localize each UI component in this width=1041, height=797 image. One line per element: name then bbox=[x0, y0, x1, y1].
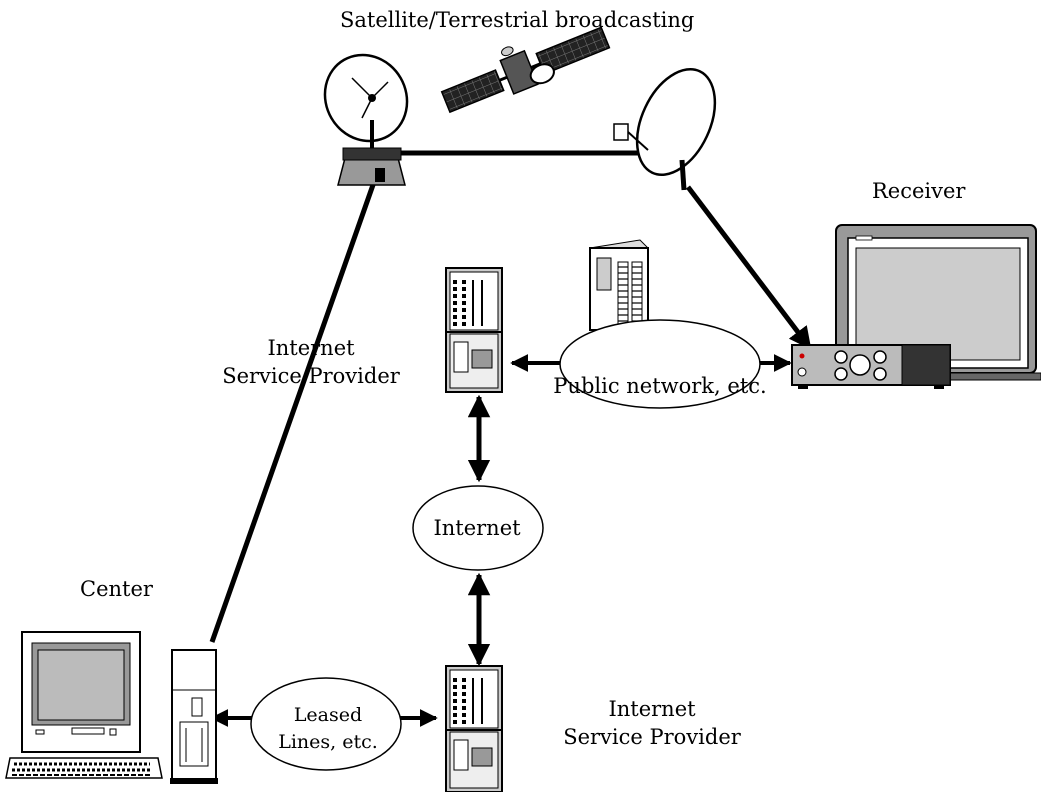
isp-top-label-line2: Service Provider bbox=[222, 364, 401, 388]
internet-label: Internet bbox=[433, 516, 521, 540]
link-dish-to-receiver bbox=[686, 185, 812, 350]
keyboard-icon bbox=[5, 757, 163, 779]
internet-node bbox=[412, 485, 544, 571]
link-center-to-uplink bbox=[209, 164, 383, 643]
leased-lines-label-line2: Lines, etc. bbox=[278, 731, 378, 753]
set-top-box-icon bbox=[791, 344, 951, 389]
server-rack-icon bbox=[445, 267, 503, 393]
receiving-dish-icon bbox=[613, 68, 717, 191]
broadcast-label: Satellite/Terrestrial broadcasting bbox=[340, 8, 694, 32]
public-network-label: Public network, etc. bbox=[553, 374, 766, 398]
leased-lines-label-line1: Leased bbox=[294, 704, 362, 726]
isp-top-label-line1: Internet bbox=[267, 336, 355, 360]
server-rack-icon bbox=[445, 665, 503, 793]
isp-bottom-label-line2: Service Provider bbox=[563, 725, 742, 749]
uplink-dish-icon bbox=[323, 53, 409, 186]
receiver-label: Receiver bbox=[872, 179, 966, 203]
isp-bottom-label-line1: Internet bbox=[608, 697, 696, 721]
center-label: Center bbox=[80, 577, 154, 601]
server-tower-icon bbox=[588, 239, 650, 331]
leased-lines-node bbox=[250, 677, 402, 771]
desktop-computer-icon bbox=[21, 631, 141, 753]
public-network-node bbox=[559, 319, 761, 409]
satellite-icon bbox=[440, 26, 611, 114]
server-tower-icon bbox=[170, 649, 218, 784]
